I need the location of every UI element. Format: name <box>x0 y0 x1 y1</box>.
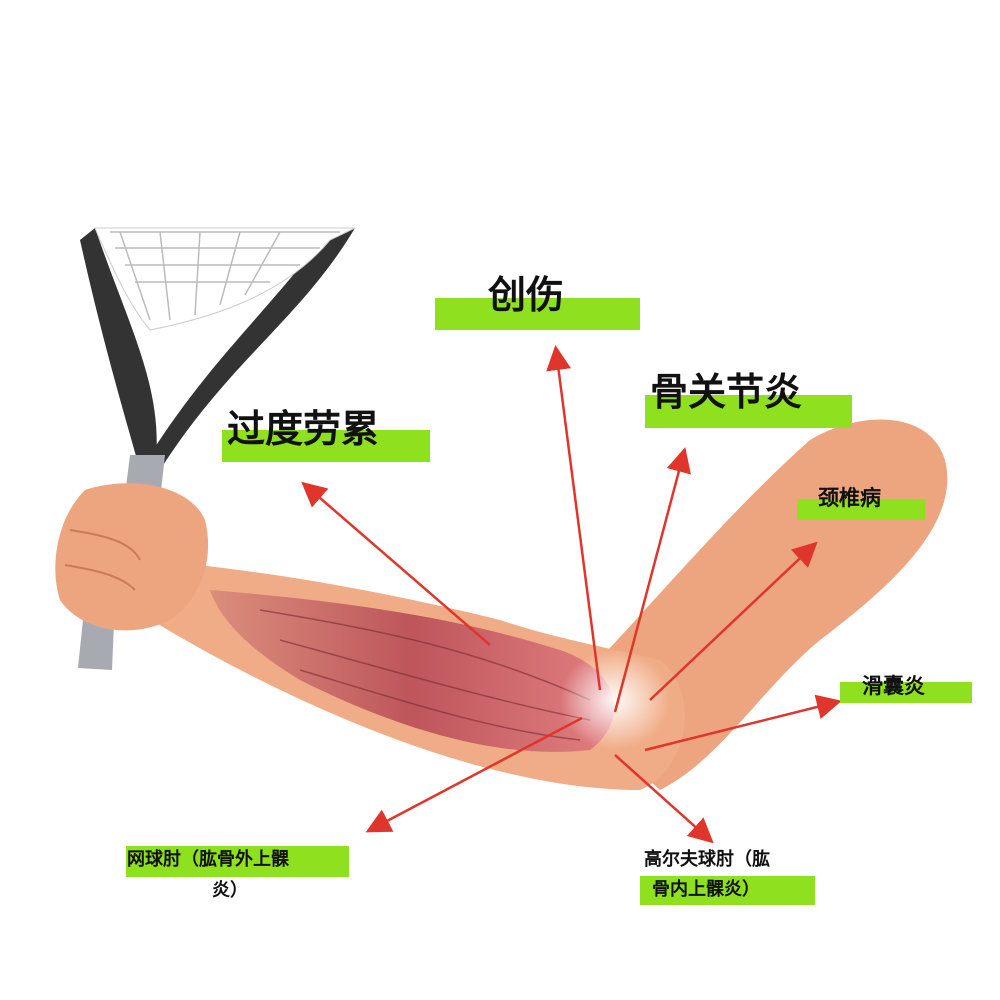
label-osteoarthritis: 骨关节炎 <box>650 370 803 414</box>
label-highlight <box>797 499 925 520</box>
label-highlight <box>435 298 640 330</box>
hand <box>55 483 209 631</box>
arrow-overwork <box>301 481 491 646</box>
label-highlight <box>222 430 430 462</box>
label-highlight <box>645 395 852 428</box>
arrow-tennis-elbow <box>365 716 583 833</box>
arrow-osteoarthritis <box>613 447 691 713</box>
label-cervical: 颈椎病 <box>818 486 881 510</box>
label-bursitis: 滑囊炎 <box>862 674 925 698</box>
tennis-racket <box>78 227 356 670</box>
forearm-muscle <box>210 590 614 752</box>
arrow-cervical <box>649 541 818 701</box>
label-highlight <box>640 876 815 905</box>
label-tennis-elbow-line1: 网球肘（肱骨外上髁 <box>127 849 289 870</box>
label-tennis-elbow-line2: 炎） <box>212 880 248 901</box>
label-highlight <box>840 682 972 703</box>
label-highlight <box>126 846 349 877</box>
arrow-trauma <box>546 345 602 691</box>
label-golfer-elbow-line1: 高尔夫球肘（肱 <box>644 849 770 870</box>
label-overwork: 过度劳累 <box>227 407 380 451</box>
label-golfer-elbow-line2: 骨内上髁炎） <box>652 879 760 900</box>
arrow-bursitis <box>644 694 842 752</box>
arrows <box>301 345 842 844</box>
arrow-golfer-elbow <box>614 754 714 844</box>
label-trauma: 创伤 <box>488 273 565 317</box>
